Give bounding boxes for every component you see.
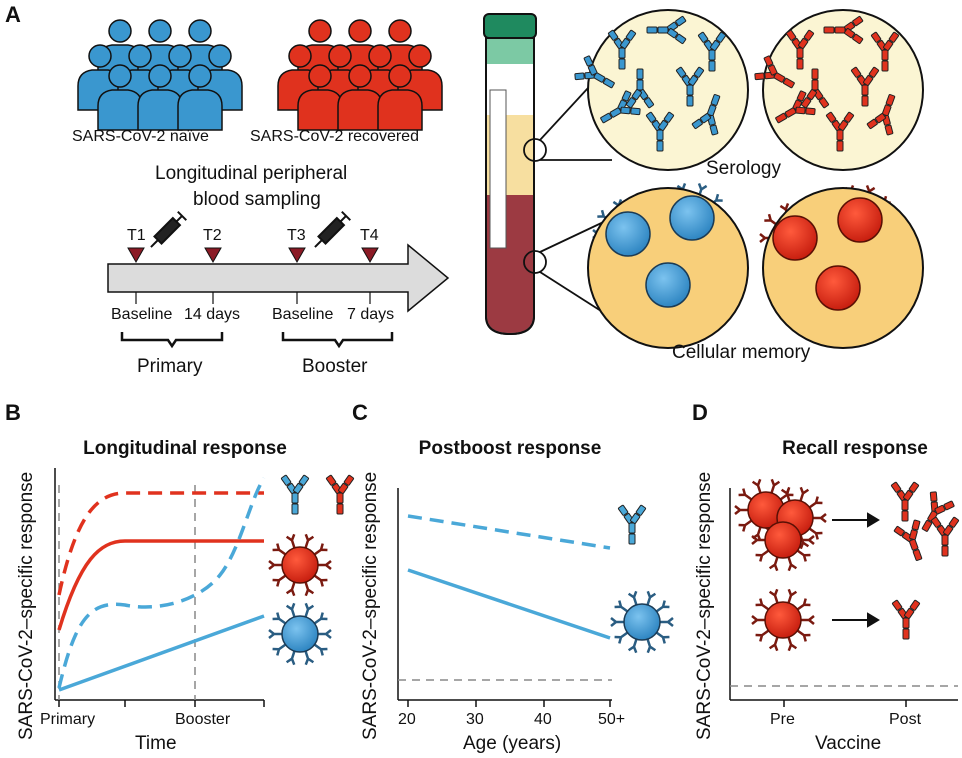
syringe-icon — [150, 211, 351, 248]
panel-d-xtick-pre: Pre — [770, 711, 795, 728]
bcell-age-line — [407, 568, 611, 640]
panel-c-xtick-30: 30 — [466, 711, 484, 728]
serology-label: Serology — [706, 158, 781, 179]
panel-c-title: Postboost response — [418, 438, 602, 459]
tp-label-baseline-2: Baseline — [272, 306, 334, 323]
panel-d-xtick-post: Post — [889, 711, 922, 728]
antibody-post-high — [890, 481, 960, 565]
group-recovered-label: SARS-CoV-2 recovered — [250, 128, 419, 145]
legend-red-bcell-icon — [281, 546, 319, 584]
tp-label-14days: 14 days — [184, 306, 241, 323]
timepoint-markers — [127, 247, 379, 264]
cell-receptors — [268, 533, 332, 597]
memory-bcell-pre-low — [764, 601, 802, 639]
group-naive-label: SARS-CoV-2 naïve — [72, 128, 209, 145]
panel-d-title: Recall response — [782, 438, 928, 459]
memory-bcells-pre-high — [747, 491, 814, 559]
tp-label-baseline-1: Baseline — [111, 306, 173, 323]
cell-receptors — [268, 602, 332, 666]
panel-b-xtick-booster: Booster — [175, 711, 231, 728]
sampling-title-2: blood sampling — [193, 189, 321, 210]
legend-blue-bcell-icon — [281, 615, 319, 653]
panel-a-letter: A — [5, 2, 21, 27]
antibody-post-low — [891, 599, 921, 640]
recovered-bcell-line — [57, 539, 264, 631]
recovered-group-icon — [277, 19, 443, 131]
panel-d-letter: D — [692, 400, 708, 425]
panel-b-xtick-primary: Primary — [40, 711, 96, 728]
naive-bcell-line — [58, 614, 265, 692]
phase-braces — [120, 332, 394, 349]
panel-d-xlabel: Vaccine — [815, 733, 882, 754]
bcell-c-icon — [623, 603, 661, 641]
antibody-c-icon — [617, 504, 647, 545]
tp-label-7days: 7 days — [347, 306, 395, 323]
timepoint-t1: T1 — [127, 227, 146, 244]
panel-b-axes — [54, 468, 265, 707]
naive-group-icon — [77, 19, 243, 131]
timeline-arrow — [107, 243, 450, 313]
timepoint-t4: T4 — [360, 227, 379, 244]
antibody-age-line — [407, 514, 611, 550]
b-cells-red — [772, 197, 883, 311]
panel-c-xtick-20: 20 — [398, 711, 416, 728]
phase-booster-label: Booster — [302, 356, 368, 377]
cellular-memory-label: Cellular memory — [672, 342, 811, 363]
panel-d-ylabel: SARS-CoV-2–specific response — [694, 471, 715, 740]
panel-c-xtick-50plus: 50+ — [598, 711, 626, 728]
panel-b-ylabel: SARS-CoV-2–specific response — [16, 471, 37, 740]
panel-d-axes — [729, 488, 958, 707]
panel-b-xlabel: Time — [135, 733, 177, 754]
cell-receptors — [610, 590, 674, 654]
panel-b-letter: B — [5, 400, 21, 425]
timepoint-t2: T2 — [203, 227, 222, 244]
recovered-antibody-line — [57, 491, 264, 596]
panel-c-axes — [397, 488, 612, 707]
panel-c-xlabel: Age (years) — [463, 733, 562, 754]
panel-b-title: Longitudinal response — [83, 438, 287, 459]
b-cells-blue — [605, 195, 715, 308]
phase-primary-label: Primary — [137, 356, 203, 377]
panel-c-letter: C — [352, 400, 368, 425]
panel-c-xtick-40: 40 — [534, 711, 552, 728]
naive-antibody-line — [57, 477, 266, 689]
cell-receptors — [751, 588, 815, 652]
timepoint-t3: T3 — [287, 227, 306, 244]
legend-antibody-icons — [280, 474, 355, 515]
sampling-title-1: Longitudinal peripheral — [155, 163, 348, 184]
panel-c-ylabel: SARS-CoV-2–specific response — [360, 471, 381, 740]
blood-tube-icon — [483, 13, 537, 336]
